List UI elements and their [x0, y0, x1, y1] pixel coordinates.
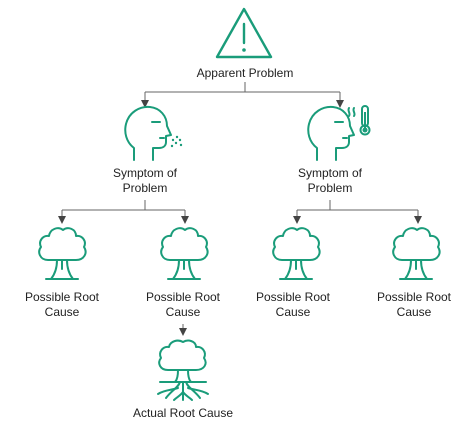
tree-with-roots-icon — [157, 339, 209, 401]
tree-icon — [160, 227, 209, 280]
sneezing-head-icon — [124, 105, 183, 161]
actual-root-cause-label: Actual Root Cause — [132, 406, 234, 420]
possible-root-cause-4-label: Possible Root Cause — [376, 290, 452, 319]
possible-root-cause-3-label: Possible Root Cause — [255, 290, 331, 319]
possible-root-cause-2-label: Possible Root Cause — [145, 290, 221, 319]
apparent-problem-label: Apparent Problem — [196, 66, 294, 80]
warning-triangle-icon — [215, 7, 273, 59]
head-thermometer-icon — [307, 105, 371, 161]
tree-icon — [272, 227, 321, 280]
symptom-right-label: Symptom of Problem — [297, 166, 363, 195]
possible-root-cause-1-label: Possible Root Cause — [24, 290, 100, 319]
symptom-left-label: Symptom of Problem — [112, 166, 178, 195]
tree-icon — [392, 227, 441, 280]
tree-icon — [38, 227, 87, 280]
